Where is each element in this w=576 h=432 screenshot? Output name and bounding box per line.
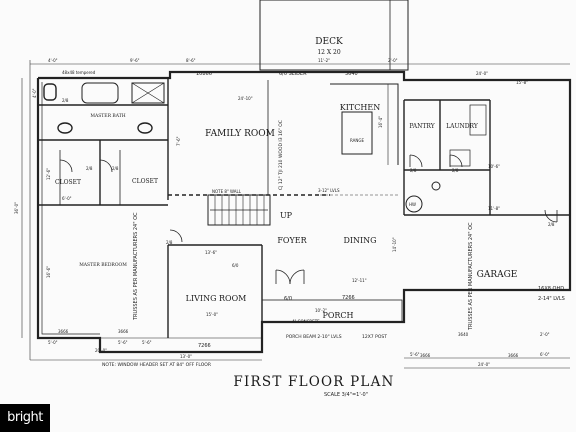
door-label-28a: 2/8	[62, 98, 69, 103]
note-concrete: 4" CONCRETE	[292, 319, 320, 324]
dim-top-2: 8'-6"	[186, 58, 196, 63]
dim-top-6: 24'-0"	[476, 71, 488, 76]
room-porch: PORCH	[322, 311, 353, 320]
note-lvl: 3-12" LVLS	[318, 188, 340, 193]
note-hw: HW	[409, 202, 416, 207]
dim-bottom-3: 5'-6"	[142, 340, 152, 345]
note-beam-3640: 3640	[345, 71, 358, 77]
plan-title: FIRST FLOOR PLAN	[233, 374, 394, 390]
note-beam-3666d: 3666	[508, 353, 519, 358]
room-deck-size: 12 X 20	[317, 49, 341, 56]
room-kitchen: KITCHEN	[340, 103, 380, 112]
dim-top-4: 11'-2"	[318, 58, 330, 63]
room-laundry: LAUNDRY	[446, 123, 479, 130]
note-joists: CJ 12" TJI 210 WOOD I3 16" OC	[278, 120, 284, 190]
room-foyer: FOYER	[277, 236, 307, 245]
note-beam-10866: 10866	[196, 71, 212, 77]
note-beam-7266b: 7266	[198, 343, 211, 349]
dim-bottom-8: 2'-0"	[540, 332, 550, 337]
room-closet-1: CLOSET	[55, 179, 81, 186]
dim-bottom-2: 5'-6"	[118, 340, 128, 345]
room-labels: DECK 12 X 20 FAMILY ROOM KITCHEN PANTRY …	[55, 37, 517, 320]
dim-left-3: 16'-6"	[46, 266, 51, 278]
note-beam-3666c: 3666	[420, 353, 431, 358]
door-label-28e: 2/8	[410, 168, 417, 173]
dim-mid-4: 16'-4"	[378, 116, 383, 128]
note-beam-7266: 7266	[342, 295, 355, 301]
watermark-logo: bright	[0, 404, 50, 432]
room-family: FAMILY ROOM	[205, 129, 275, 139]
dim-left-0: 4'-0"	[32, 88, 37, 98]
dim-mid-6: 10'-6"	[488, 164, 500, 169]
note-slider: 6/0 SLIDER	[279, 71, 307, 77]
room-dining: DINING	[343, 236, 376, 245]
note-range: RANGE	[350, 138, 364, 143]
dim-mid-7: 11'-8"	[488, 206, 500, 211]
note-beam-3666b: 3666	[118, 329, 129, 334]
door-label-28f: 2/8	[452, 168, 459, 173]
room-living: LIVING ROOM	[186, 294, 247, 303]
dim-mid-2: 12'-11"	[352, 278, 367, 283]
note-post: 12X7 POST	[362, 334, 387, 340]
room-closet-2: CLOSET	[132, 178, 158, 185]
dim-mid-0: 7'-6"	[176, 136, 181, 146]
note-wall: NOTE 8" WALL	[212, 189, 242, 194]
dim-mid-1: 13'-6"	[205, 250, 217, 255]
door-label-28c: 2/8	[112, 166, 119, 171]
dim-mid-8: 15'-8"	[516, 80, 528, 85]
room-master-bath: MASTER BATH	[90, 113, 125, 119]
room-master-bedroom: MASTER BEDROOM	[79, 262, 127, 268]
dim-bottom-0: 20'-0"	[95, 348, 107, 353]
plan-scale: SCALE 3/4"=1'-0"	[324, 392, 368, 398]
note-beam-3666a: 3666	[58, 329, 69, 334]
note-truss-right: TRUSSES AS PER MANUFACTURERS 24" OC	[468, 222, 474, 331]
room-pantry: PANTRY	[409, 123, 435, 130]
room-deck: DECK	[315, 37, 343, 47]
stair-up-label: UP	[280, 211, 293, 220]
note-ohd: 16X8 OHD	[538, 286, 564, 292]
dim-top-1: 9'-6"	[130, 58, 140, 63]
dim-bottom-5: 13'-0"	[180, 354, 192, 359]
dim-left-1: 12'-6"	[46, 168, 51, 180]
walls	[36, 0, 572, 354]
door-label-28g: 2/8	[548, 222, 555, 227]
note-tempered: 48x48 tempered	[62, 70, 96, 75]
dim-mid-3: 10'-2"	[315, 308, 327, 313]
note-window: NOTE: WINDOW HEADER SET AT 84" OFF FLOOR	[102, 362, 211, 368]
dim-bottom-4: 15'-0"	[206, 312, 218, 317]
note-porch-beam: PORCH BEAM 2-10" LVLS	[286, 334, 342, 340]
door-label-28b: 2/8	[86, 166, 93, 171]
dim-top-0: 4'-0"	[48, 58, 58, 63]
door-label-60: 6/0	[284, 296, 292, 302]
room-garage: GARAGE	[477, 270, 518, 280]
note-beam-3640b: 3640	[458, 332, 469, 337]
dim-overall-left: 36'-0"	[14, 202, 19, 214]
dim-bottom-7: 5'-6"	[410, 352, 420, 357]
dimension-lines	[21, 60, 570, 369]
door-label-28d: 2/8	[166, 240, 173, 245]
door-label-60b: 6/0	[232, 263, 239, 268]
dimension-labels: 4'-0" 9'-6" 8'-6" 24'-10" 11'-2" 2'-0" 2…	[14, 58, 550, 367]
dim-bottom-1: 5'-0"	[48, 340, 58, 345]
dim-top-3: 24'-10"	[238, 96, 253, 101]
note-truss-left: TRUSSES AS PER MANUFACTURERS 24" OC	[133, 212, 139, 321]
dim-bottom-9: 6'-0"	[540, 352, 550, 357]
construction-notes: 6/0 SLIDER 48x48 tempered 10866 3640 364…	[58, 70, 565, 368]
note-lvls-14: 2-14" LVLS	[538, 296, 565, 302]
dim-top-5: 2'-0"	[388, 58, 398, 63]
dim-mid-5: 14'-10"	[392, 237, 397, 252]
dim-left-2: 6'-0"	[62, 196, 72, 201]
dim-bottom-6: 24'-0"	[478, 362, 490, 367]
